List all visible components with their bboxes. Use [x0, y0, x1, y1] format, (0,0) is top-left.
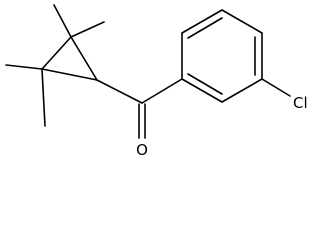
- methyl-bond-top-2: [70, 21, 105, 38]
- chloro-substituent: Cl: [261, 78, 308, 112]
- benzene-bond-6: [181, 78, 223, 103]
- benzene-ring: [181, 9, 263, 103]
- cyclopropyl-carbonyl-bond: [96, 79, 143, 104]
- cyclopropane-ring: [41, 36, 98, 81]
- ring-bond-top-left: [41, 36, 72, 70]
- ring-bond-bottom: [41, 68, 98, 81]
- methyl-groups: [5, 4, 105, 127]
- molecular-structure-diagram: O Cl: [5, 4, 308, 159]
- aryl-chlorine-bond: [261, 78, 291, 97]
- ketone-group: O: [96, 78, 183, 159]
- methyl-bond-left-2: [41, 68, 46, 127]
- chlorine-atom-label: Cl: [293, 94, 308, 112]
- benzene-double-bond-3: [187, 73, 223, 95]
- benzene-bond-3: [221, 9, 263, 34]
- benzene-bond-5: [221, 78, 263, 103]
- benzene-double-bond-1: [187, 17, 223, 39]
- methyl-bond-left-1: [5, 64, 43, 70]
- carbonyl-aryl-bond: [141, 78, 183, 104]
- benzene-bond-2: [181, 9, 223, 34]
- oxygen-atom-label: O: [136, 141, 148, 159]
- methyl-bond-top-1: [53, 4, 72, 38]
- ring-bond-top-right: [70, 36, 98, 81]
